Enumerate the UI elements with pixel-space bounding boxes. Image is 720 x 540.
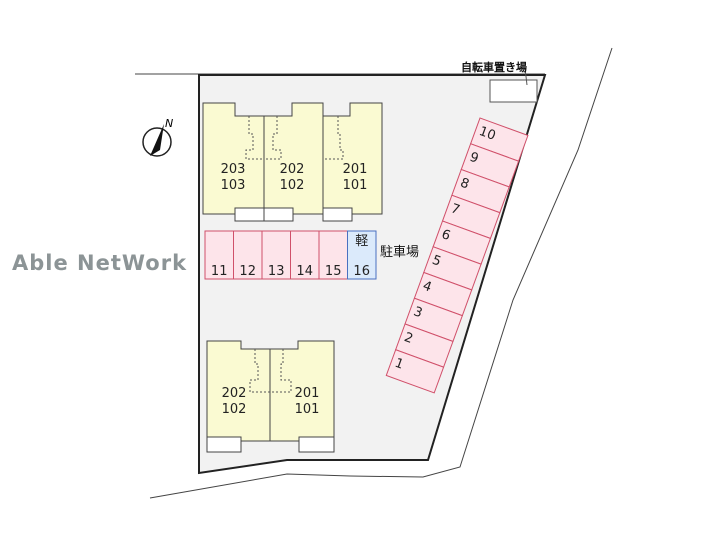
building-south (206, 340, 335, 453)
parking-spot-number: 10 (477, 124, 498, 144)
kei-parking-spot (347, 230, 377, 280)
building-north (202, 102, 383, 222)
unit-label: 101 (343, 178, 368, 193)
compass-north-label: N (165, 117, 173, 130)
parking-spot-number: 15 (325, 264, 342, 279)
unit-label: 201 (343, 162, 368, 177)
kei-label: 軽 (355, 234, 368, 249)
unit-label: 202 (222, 386, 247, 401)
compass-icon: N (142, 117, 173, 157)
parking-row: 11 12 13 14 15 16 軽 (204, 230, 377, 280)
unit-label: 201 (295, 386, 320, 401)
unit-label: 202 (280, 162, 305, 177)
bicycle-parking-area (489, 79, 538, 103)
parking-spot-number: 13 (268, 264, 285, 279)
unit-label: 101 (295, 402, 320, 417)
parking-spot-number: 16 (353, 264, 370, 279)
bicycle-parking-label: 自転車置き場 (461, 60, 527, 74)
parking-spot-number: 14 (296, 264, 313, 279)
bicycle-leader-line (524, 67, 528, 86)
parking-spot-number: 12 (239, 264, 256, 279)
unit-label: 203 (221, 162, 246, 177)
parking-spot (318, 230, 348, 280)
watermark-logo: Able NetWork (12, 251, 187, 275)
outer-boundary-line (149, 47, 613, 499)
parking-label: 駐車場 (380, 245, 419, 260)
parking-spot-number: 11 (211, 264, 228, 279)
parking-spot (204, 230, 234, 280)
unit-label: 103 (221, 178, 246, 193)
unit-label: 102 (222, 402, 247, 417)
parking-spot (385, 349, 445, 394)
unit-label: 102 (280, 178, 305, 193)
